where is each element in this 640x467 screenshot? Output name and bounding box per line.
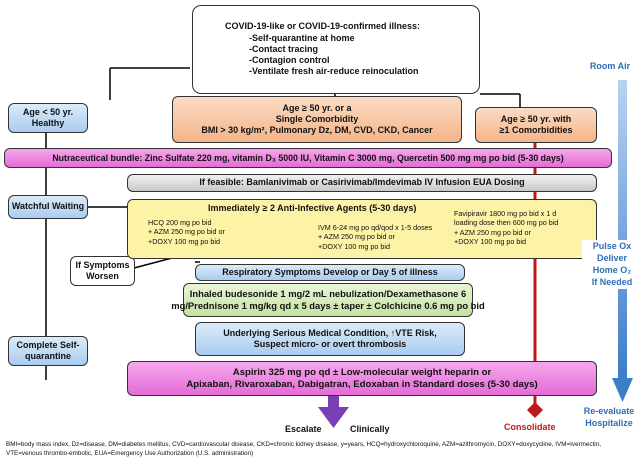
pulse-ox-label: Pulse Ox Deliver Home O₂ If Needed [582, 240, 640, 289]
clinically-label: Clinically [350, 424, 390, 434]
watchful-waiting-box: Watchful Waiting [8, 195, 88, 219]
antibody-infusion-box: If feasible: Bamlanivimab or Casirivimab… [127, 174, 597, 192]
regimen-ivm: IVM 6-24 mg po qd/qod x 1-5 doses + AZM … [318, 223, 432, 251]
pulse-ox-line-3: Home O₂ [592, 265, 632, 276]
oxygen-arrow-head [612, 378, 633, 402]
reevaluate-line-2: Hospitalize [585, 418, 633, 429]
nutraceutical-bundle-text: Nutraceutical bundle: Zinc Sulfate 220 m… [52, 152, 564, 163]
covid-item-3: -Contagion control [249, 55, 330, 66]
if-symptoms-worsen-line-2: Worsen [86, 271, 119, 281]
complete-self-quarantine-line-1: Complete Self- [16, 339, 80, 350]
covid-illness-box: COVID-19-like or COVID-19-confirmed illn… [192, 5, 480, 94]
regimen-favipiravir: Favipiravir 1800 mg po bid x 1 d loading… [454, 209, 558, 246]
pulse-ox-line-1: Pulse Ox [592, 241, 632, 251]
room-air-text: Room Air [589, 61, 631, 71]
respiratory-symptoms-text: Respiratory Symptoms Develop or Day 5 of… [222, 266, 438, 277]
if-symptoms-worsen-box: If Symptoms Worsen [70, 256, 135, 286]
steroid-therapy-box: Inhaled budesonide 1 mg/2 mL nebulizatio… [171, 283, 485, 317]
consolidate-arrow-head [527, 402, 543, 418]
steroid-line-2: mg/Prednisone 1 mg/kg qd x 5 days ± tape… [171, 300, 485, 311]
steroid-line-1: Inhaled budesonide 1 mg/2 mL nebulizatio… [189, 288, 467, 300]
regimen-hcq-line-3: +DOXY 100 mg po bid [148, 236, 220, 246]
age-under-50-line-2: Healthy [31, 118, 65, 128]
underlying-line-1: Underlying Serious Medical Condition, ↑V… [223, 327, 437, 338]
escalate-label: Escalate [285, 424, 322, 434]
covid-item-1: -Self-quarantine at home [249, 32, 355, 43]
age-single-line-1: Age ≥ 50 yr. or a [282, 102, 352, 113]
oxygen-arrow-shaft [618, 80, 627, 380]
anticoagulation-box: Aspirin 325 mg po qd ± Low-molecular wei… [127, 361, 597, 396]
escalate-arrow-shaft [328, 395, 339, 409]
age-under-50-box: Age < 50 yr. Healthy [8, 103, 88, 133]
regimen-ivm-line-2: + AZM 250 mg po bid or [318, 232, 395, 242]
anticoag-line-1: Aspirin 325 mg po qd ± Low-molecular wei… [232, 366, 492, 378]
complete-self-quarantine-line-2: quarantine [24, 351, 71, 361]
covid-item-2: -Contact tracing [249, 43, 319, 54]
regimen-ivm-line-3: +DOXY 100 mg po bid [318, 241, 390, 251]
complete-self-quarantine-box: Complete Self- quarantine [8, 336, 88, 366]
regimen-fav-line-4: +DOXY 100 mg po bid [454, 237, 526, 247]
abbreviations-footnote: BMI=body mass index, Dz=disease, DM=diab… [6, 441, 601, 457]
reevaluate-line-1: Re-evaluate [583, 406, 635, 416]
covid-item-4: -Ventilate fresh air-reduce reinoculatio… [249, 66, 419, 77]
escalate-arrow-head [318, 407, 349, 428]
underlying-condition-box: Underlying Serious Medical Condition, ↑V… [195, 322, 465, 356]
reevaluate-label: Re-evaluate Hospitalize [578, 405, 640, 429]
regimen-hcq-line-1: HCQ 200 mg po bid [148, 218, 212, 227]
age-single-line-3: BMI > 30 kg/m², Pulmonary Dz, DM, CVD, C… [201, 125, 433, 136]
age-single-line-2: Single Comorbidity [275, 113, 359, 124]
anti-infective-title: Immediately ≥ 2 Anti-Infective Agents (5… [208, 203, 417, 213]
underlying-line-2: Suspect micro- or overt thrombosis [253, 339, 407, 349]
pulse-ox-line-4: If Needed [591, 277, 633, 288]
regimen-fav-line-3: + AZM 250 mg po bid or [454, 227, 531, 237]
antibody-infusion-text: If feasible: Bamlanivimab or Casirivimab… [199, 177, 525, 188]
age-multi-comorbidity-box: Age ≥ 50 yr. with ≥1 Comorbidities [475, 107, 597, 143]
regimen-fav-line-1: Favipiravir 1800 mg po bid x 1 d [454, 209, 557, 218]
age-multi-line-2: ≥1 Comorbidities [499, 125, 573, 135]
respiratory-symptoms-box: Respiratory Symptoms Develop or Day 5 of… [195, 264, 465, 281]
nutraceutical-bundle-box: Nutraceutical bundle: Zinc Sulfate 220 m… [4, 148, 612, 168]
if-symptoms-worsen-line-1: If Symptoms [75, 259, 130, 270]
regimen-fav-line-2: loading dose then 600 mg po bid [454, 218, 559, 228]
anticoag-line-2: Apixaban, Rivaroxaban, Dabigatran, Edoxa… [186, 378, 538, 390]
anti-infective-box: Immediately ≥ 2 Anti-Infective Agents (5… [127, 199, 597, 259]
consolidate-label: Consolidate [504, 422, 556, 432]
regimen-hcq-line-2: + AZM 250 mg po bid or [148, 227, 225, 237]
age-under-50-line-1: Age < 50 yr. [22, 106, 74, 117]
regimen-ivm-line-1: IVM 6-24 mg po qd/qod x 1-5 doses [318, 223, 433, 232]
covid-illness-title: COVID-19-like or COVID-19-confirmed illn… [225, 21, 421, 32]
age-multi-line-1: Age ≥ 50 yr. with [500, 113, 572, 124]
pulse-ox-line-2: Deliver [596, 253, 628, 264]
room-air-label: Room Air [580, 60, 640, 72]
age-single-comorbidity-box: Age ≥ 50 yr. or a Single Comorbidity BMI… [172, 96, 462, 143]
regimen-hcq: HCQ 200 mg po bid + AZM 250 mg po bid or… [148, 218, 225, 246]
watchful-waiting-label: Watchful Waiting [11, 201, 85, 212]
